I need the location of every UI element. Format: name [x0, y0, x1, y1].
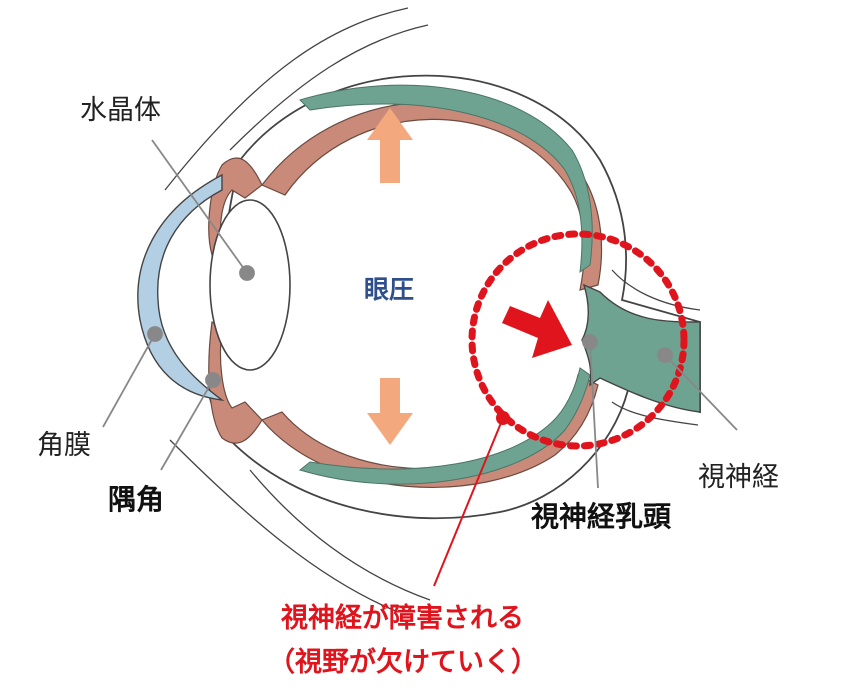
lens: [209, 199, 291, 371]
retina-layer: [299, 84, 593, 274]
damage-pointer: [433, 411, 510, 587]
pressure-arrow-red: [502, 300, 572, 358]
optic-disc-label: 視神経乳頭: [531, 500, 672, 533]
iop-arrow-up: [367, 108, 413, 183]
eyelid-lines: [164, 7, 431, 613]
damage-caption-line2: （視野が欠けていく）: [268, 647, 538, 678]
optic-nerve-label: 視神経: [698, 462, 779, 493]
label-pointers: [102, 139, 738, 489]
retina-layer-lower: [298, 367, 591, 485]
optic-nerve: [581, 283, 701, 413]
cornea: [137, 173, 225, 402]
damage-area-circle: [468, 230, 688, 450]
cornea-label: 角膜: [37, 430, 91, 461]
angle-label: 隅角: [108, 483, 165, 516]
damage-caption-line1: 視神経が障害される: [281, 603, 524, 634]
iop-label: 眼圧: [364, 275, 415, 304]
lens-label: 水晶体: [80, 95, 161, 126]
ciliary-body-lower: [208, 321, 263, 444]
iop-arrow-down: [367, 378, 413, 445]
